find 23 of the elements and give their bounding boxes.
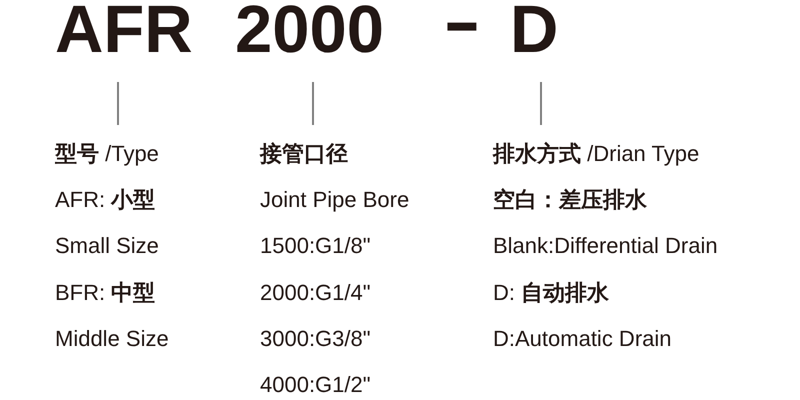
option-text: Blank:Differential Drain (493, 233, 718, 258)
column-heading: 型号 /Type (55, 140, 159, 166)
model-code: D (510, 2, 558, 58)
column-heading: 接管口径 (260, 140, 348, 166)
option-text: D:Automatic Drain (493, 326, 672, 352)
option-text: Small Size (55, 233, 159, 258)
leader-line (312, 82, 314, 125)
option-text: 3000:G3/8" (260, 326, 371, 352)
separator-dash: - (443, 0, 481, 50)
option-text: Middle Size (55, 326, 169, 352)
option-text: 4000:G1/2" (260, 372, 371, 398)
option-text: D: 自动排水 (493, 280, 610, 305)
option-text: 空白：差压排水 (493, 186, 647, 212)
option-text: AFR: 小型 (55, 186, 156, 212)
leader-line (540, 82, 542, 125)
option-text: BFR: 中型 (55, 280, 156, 305)
option-text: 1500:G1/8" (260, 233, 371, 258)
leader-line (117, 82, 119, 125)
option-text: Joint Pipe Bore (260, 186, 410, 212)
column-heading: 排水方式 /Drian Type (493, 140, 700, 166)
model-code: 2000 (235, 2, 384, 58)
model-code: AFR (55, 2, 193, 58)
option-text: 2000:G1/4" (260, 280, 371, 305)
